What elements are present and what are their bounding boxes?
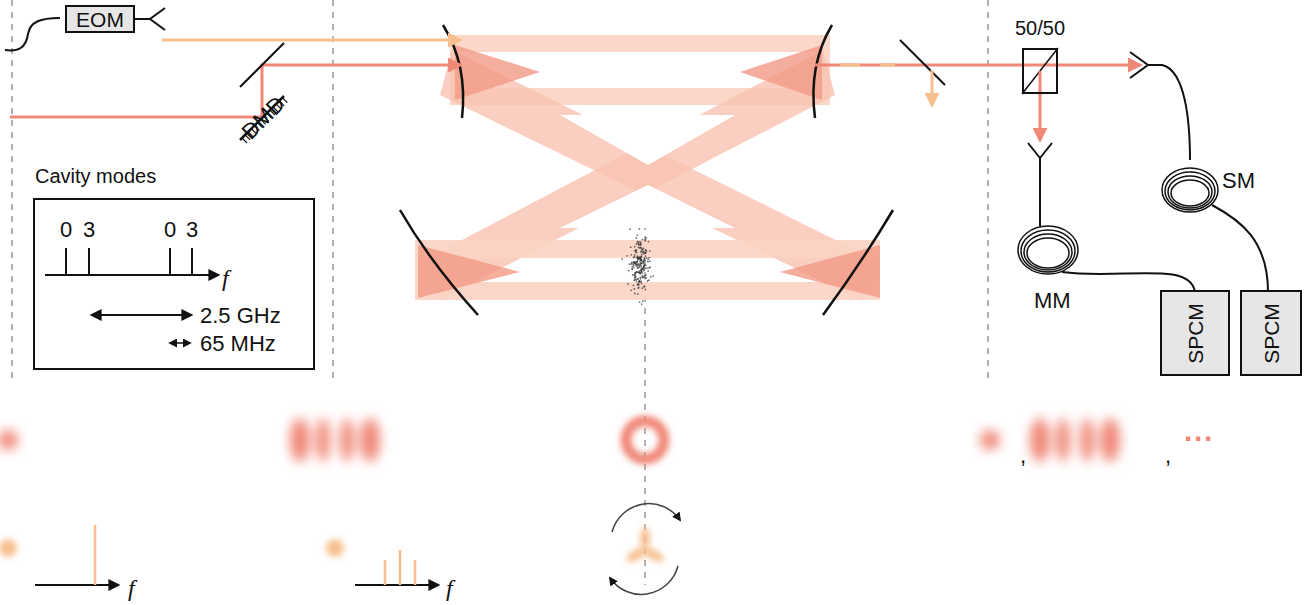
separator: , <box>1165 445 1171 467</box>
cavity-mirrors <box>400 25 893 315</box>
device-label: DMD <box>238 93 289 144</box>
mode-images <box>0 418 1120 462</box>
mode-index: 0 <box>60 219 72 241</box>
heading: 50/50 <box>1015 18 1065 38</box>
drive-spectra <box>0 504 680 595</box>
dimension: 65 MHz <box>200 333 276 355</box>
fiber-label: SM <box>1222 170 1255 192</box>
heading: Cavity modes <box>35 166 156 186</box>
device-label: SPCM <box>1185 303 1206 364</box>
spcm-detector: SPCM <box>1240 290 1302 376</box>
spcm-detector: SPCM <box>1160 290 1230 376</box>
separator: , <box>1020 445 1026 467</box>
dimension: 2.5 GHz <box>200 305 281 327</box>
axis-label: f <box>222 266 229 290</box>
ellipsis: ··· <box>1184 424 1214 454</box>
atom-cloud <box>621 228 654 305</box>
mode-index: 3 <box>83 219 95 241</box>
eom-box: EOM <box>65 5 135 33</box>
mode-index: 3 <box>186 219 198 241</box>
mode-index: 0 <box>164 219 176 241</box>
axis-label: f <box>446 576 453 600</box>
device-label: EOM <box>76 9 124 30</box>
axis-label: f <box>128 576 135 600</box>
beam-splitter: 50/50 <box>1022 48 1058 94</box>
mode-spectrum <box>45 248 218 343</box>
cavity-beams <box>415 35 880 300</box>
output-optics <box>815 40 1268 292</box>
divider-lines <box>12 0 988 585</box>
device-label: SPCM <box>1261 303 1282 364</box>
fiber-label: MM <box>1034 290 1071 312</box>
